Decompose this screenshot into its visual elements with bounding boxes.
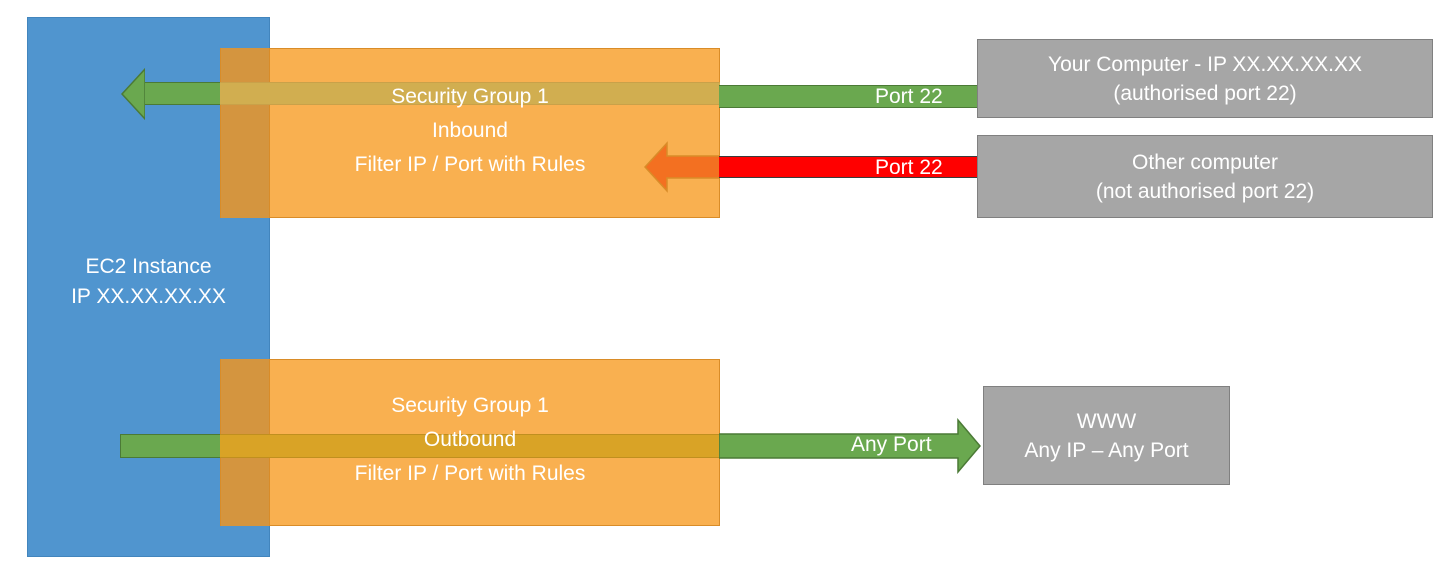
your-computer-line2: (authorised port 22) (1113, 81, 1297, 105)
your-computer-line1: Your Computer - IP XX.XX.XX.XX (1048, 52, 1362, 76)
allowed-inbound-arrowhead-icon (121, 67, 145, 121)
www-line2: Any IP – Any Port (1024, 438, 1189, 462)
allowed-inbound-bar-outside-sg (719, 85, 977, 108)
denied-inbound-bar (719, 156, 977, 178)
endpoint-www: WWW Any IP – Any Port (983, 386, 1230, 485)
security-group-inbound-box (220, 48, 720, 218)
allowed-inbound-bar-tint (220, 82, 720, 105)
www-line1: WWW (1076, 409, 1137, 433)
allowed-outbound-arrow-icon (719, 418, 981, 474)
security-group-inbound-overlap (220, 48, 270, 218)
endpoint-other-computer: Other computer (not authorised port 22) (977, 135, 1433, 218)
denied-inbound-arrow-icon (644, 141, 720, 193)
other-computer-line2: (not authorised port 22) (1095, 179, 1315, 203)
allowed-outbound-bar-inside-sg (220, 434, 720, 458)
other-computer-line1: Other computer (1132, 150, 1278, 174)
endpoint-your-computer: Your Computer - IP XX.XX.XX.XX (authoris… (977, 39, 1433, 118)
